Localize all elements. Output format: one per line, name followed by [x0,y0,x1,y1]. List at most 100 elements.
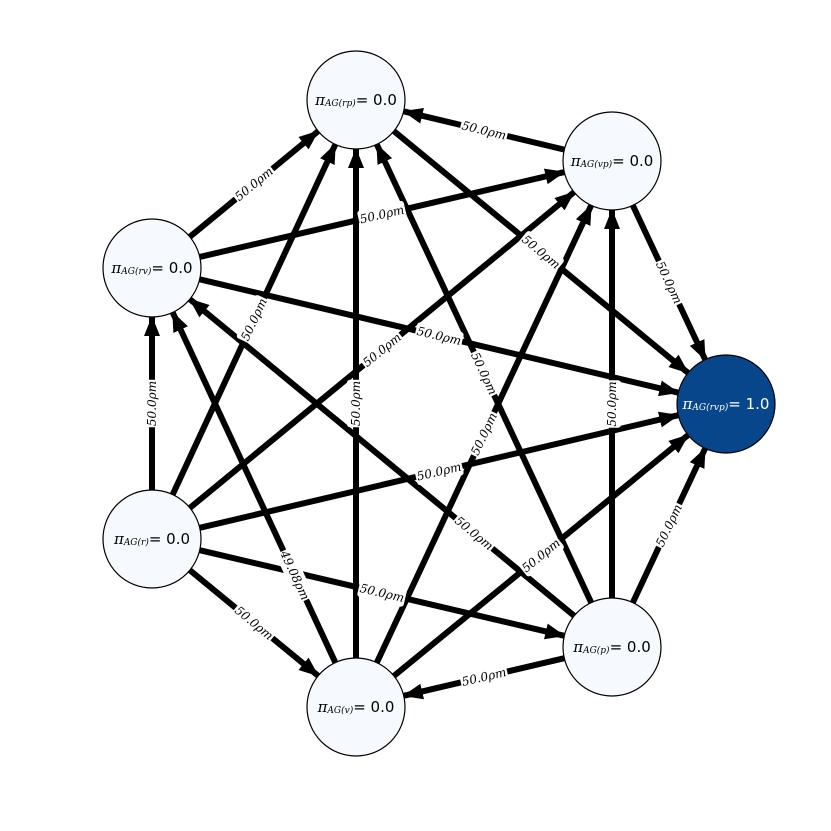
state-probability-label: πAG(p)= 0.0 [572,638,651,656]
state-probability-value: = 0.0 [353,698,394,716]
edge-rate-label: 50.0ρm [238,296,270,343]
edge-label-p-to-rv: 50.0ρm [451,512,497,555]
state-node-circle [676,354,776,454]
edge-label-r-to-rp: 50.0ρm [236,295,272,344]
edge-rate-label: 50.0ρm [360,330,404,369]
edge-label-background [518,534,564,577]
edge-label-background [651,258,687,307]
state-node-circle [102,218,202,318]
state-node-rp: πAG(rp)= 0.0 [306,50,406,150]
state-probability-value: = 0.0 [612,152,653,170]
state-node-v: πAG(v)= 0.0 [306,657,406,757]
edge-label-background [236,295,272,344]
edge-rate-label: 50.0ρm [145,381,159,426]
state-probability-value: = 0.0 [151,259,192,277]
state-probability-value: = 0.0 [149,530,190,548]
edge-label-background [231,602,277,644]
edge-rate-label: 50.0ρm [468,411,500,458]
state-node-rv: πAG(rv)= 0.0 [102,218,202,318]
edge-label-r-to-rv: 50.0ρm [143,379,161,428]
state-subscript: AG(r) [123,537,150,548]
edge-label-vp-to-rp: 50.0ρm [459,116,509,145]
edge-rate-label: 50.0ρm [232,603,276,643]
state-node-circle [102,489,202,589]
state-symbol: π [572,638,584,656]
edge-label-v-to-vp: 50.0ρm [466,409,502,459]
edge-label-p-to-rvp: 50.0ρm [651,501,687,550]
state-probability-label: πAG(v)= 0.0 [317,698,395,716]
state-symbol: π [110,259,122,277]
state-symbol: π [317,698,329,716]
edge-label-background [231,163,277,205]
edge-label-background [466,349,502,398]
edge-label-background [359,329,405,371]
edge-rate-label: 50.0ρm [452,514,496,554]
state-symbol: π [314,91,326,109]
state-probability-value: = 0.0 [356,91,397,109]
edge-label-r-to-v: 50.0ρm [231,602,277,644]
edge-label-background [357,579,407,607]
state-node-vp: πAG(vp)= 0.0 [562,111,662,211]
edge-label-background [276,547,314,603]
state-node-circle [562,111,662,211]
edge-label-background [459,663,509,691]
state-node-rvp: πAG(rvp)= 1.0 [676,354,776,454]
edge-label-r-to-vp: 50.0ρm [359,329,405,371]
state-node-circle [306,50,406,150]
state-subscript: AG(p) [582,645,610,656]
state-node-p: πAG(p)= 0.0 [562,597,662,697]
state-probability-label: πAG(vp)= 0.0 [570,152,654,170]
state-node-circle [562,597,662,697]
edge-label-background [651,501,687,550]
edge-label-v-to-rvp: 50.0ρm [518,534,564,577]
edge-label-vp-to-rvp: 50.0ρm [651,258,687,307]
edge-rate-label: 50.0ρm [653,259,685,306]
edge-label-rv-to-rvp: 50.0ρm [414,322,464,350]
state-probability-label: πAG(rvp)= 1.0 [682,395,770,413]
state-symbol: π [682,395,694,413]
edge-label-background [603,380,621,428]
state-subscript: AG(rp) [324,98,356,109]
state-subscript: AG(rvp) [691,402,728,413]
state-probability-label: πAG(rv)= 0.0 [110,259,192,277]
edge-label-background [357,200,407,229]
edge-rate-label: 50.0ρm [519,232,563,271]
state-node-circle [306,657,406,757]
edge-rate-label: 50.0ρm [232,164,276,204]
state-node-r: πAG(r)= 0.0 [102,489,202,589]
edge-label-background [466,409,502,459]
state-subscript: AG(rv) [120,266,152,277]
edge-label-background [347,379,365,428]
edge-label-p-to-vp: 50.0ρm [603,380,621,428]
edge-label-v-to-rp: 50.0ρm [347,379,365,428]
edge-v-to-rv [170,310,339,666]
edge-label-r-to-p: 50.0ρm [357,579,407,607]
edge-rate-label: 50.0ρm [468,350,500,397]
edge-label-r-to-rvp: 50.0ρm [414,457,464,486]
edge-label-background [451,512,497,555]
state-probability-value: = 1.0 [728,395,769,413]
state-subscript: AG(v) [326,705,353,716]
edge-rate-label: 50.0ρm [605,381,619,426]
edge-label-background [414,322,464,350]
edge-label-rv-to-rp: 50.0ρm [231,163,277,205]
state-subscript: AG(vp) [580,159,613,170]
edge-rate-label: 50.0ρm [519,536,563,575]
state-symbol: π [570,152,582,170]
edge-label-background [459,116,509,145]
edge-label-p-to-v: 50.0ρm [459,663,509,691]
state-probability-label: πAG(r)= 0.0 [113,530,190,548]
edge-label-p-to-rp: 50.0ρm [466,349,502,398]
state-symbol: π [113,530,125,548]
state-probability-label: πAG(rp)= 0.0 [314,91,397,109]
edge-rate-label: 50.0ρm [653,502,685,549]
edge-label-rv-to-vp: 50.0ρm [357,200,407,229]
edge-label-background [414,457,464,486]
edge-label-background [518,231,564,273]
state-probability-value: = 0.0 [610,638,651,656]
edge-label-background [143,379,161,428]
edge-p-to-rv [187,296,578,619]
edge-rate-label: 50.0ρm [349,381,363,426]
